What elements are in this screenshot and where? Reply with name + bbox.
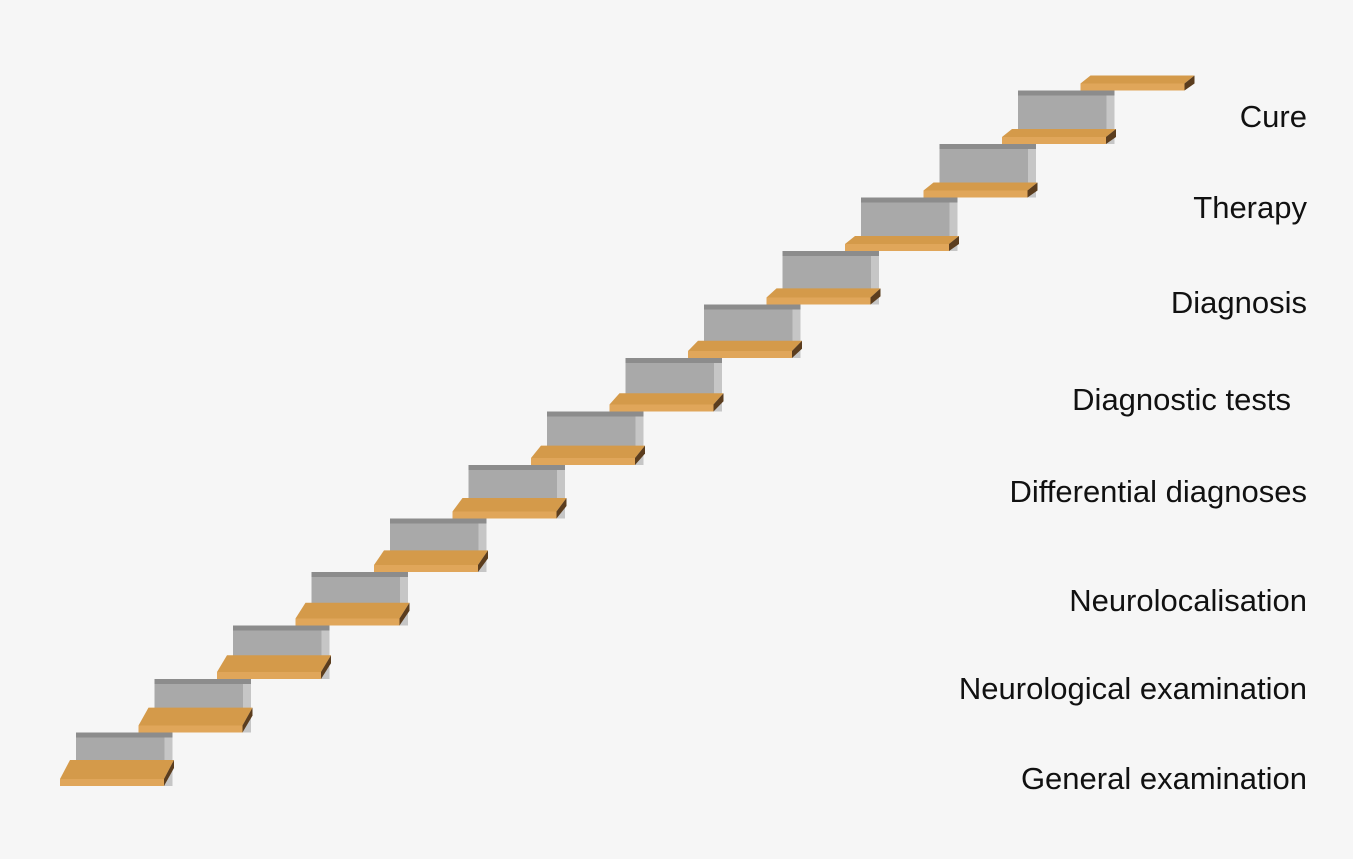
riser-side [243, 679, 251, 733]
riser-shadow [233, 625, 330, 631]
tread-shadow [399, 602, 410, 626]
riser-side [635, 411, 644, 465]
riser-side [164, 732, 173, 786]
riser-side [792, 304, 801, 358]
riser-shadow [861, 197, 958, 203]
tread-front [374, 565, 478, 572]
tread-front [766, 297, 871, 305]
tread-top [609, 393, 724, 405]
tread-shadow [321, 655, 331, 679]
tread-top [688, 340, 802, 351]
tread-front [845, 244, 949, 251]
riser-side [871, 251, 879, 305]
tread-top [217, 655, 331, 672]
riser-side [714, 358, 722, 412]
tread-front [609, 404, 714, 412]
tread-front [217, 672, 321, 679]
tread-top [452, 498, 567, 512]
riser-shadow [704, 304, 801, 310]
tread-front [1002, 137, 1106, 144]
riser-shadow [1018, 90, 1115, 96]
tread-shadow [713, 393, 724, 412]
label-neurolocalisation: Neurolocalisation [1069, 583, 1307, 618]
riser-side [949, 197, 958, 251]
tread-top [1080, 75, 1195, 84]
tread-shadow [870, 288, 881, 305]
riser-shadow [390, 518, 487, 524]
riser-side [400, 572, 408, 626]
riser-side [1028, 144, 1036, 198]
riser-shadow [939, 144, 1036, 149]
tread-top [1002, 129, 1116, 137]
riser-shadow [547, 411, 644, 417]
tread-front [531, 458, 635, 465]
tread-top [923, 182, 1038, 191]
tread-front [452, 511, 557, 519]
tread-front [138, 725, 243, 733]
tread-shadow [1027, 182, 1038, 198]
tread-top [845, 236, 959, 244]
tread-front [923, 190, 1028, 198]
tread-top [60, 760, 174, 779]
tread-shadow [242, 707, 253, 733]
riser-side [1106, 90, 1115, 144]
riser-side [557, 465, 565, 519]
label-cure: Cure [1239, 99, 1307, 134]
riser-shadow [625, 358, 722, 363]
riser-shadow [154, 679, 251, 684]
tread-top [374, 550, 488, 565]
riser-side [478, 518, 487, 572]
tread-front [295, 618, 400, 626]
tread-top [138, 707, 253, 726]
label-general-examination: General examination [1020, 761, 1307, 796]
tread-shadow [792, 340, 802, 358]
tread-shadow [164, 760, 174, 786]
tread-shadow [1184, 75, 1195, 91]
riser-shadow [782, 251, 879, 256]
tread-front [688, 351, 792, 358]
tread-front [60, 779, 164, 786]
label-diagnosis: Diagnosis [1170, 285, 1307, 320]
label-diagnostic-tests: Diagnostic tests [1072, 382, 1291, 417]
tread-shadow [635, 445, 645, 465]
tread-shadow [949, 236, 959, 251]
tread-top [295, 602, 410, 619]
tread-shadow [1106, 129, 1116, 144]
label-neurological-examination: Neurological examination [958, 671, 1307, 706]
riser-shadow [468, 465, 565, 470]
riser-shadow [311, 572, 408, 577]
tread-top [531, 445, 645, 458]
tread-shadow [556, 498, 567, 519]
tread-front [1080, 83, 1185, 91]
tread-top [766, 288, 881, 298]
riser-side [321, 625, 330, 679]
tread-shadow [478, 550, 488, 572]
riser-shadow [76, 732, 173, 738]
label-therapy: Therapy [1193, 190, 1307, 225]
label-differential-diagnoses: Differential diagnoses [1009, 474, 1307, 509]
